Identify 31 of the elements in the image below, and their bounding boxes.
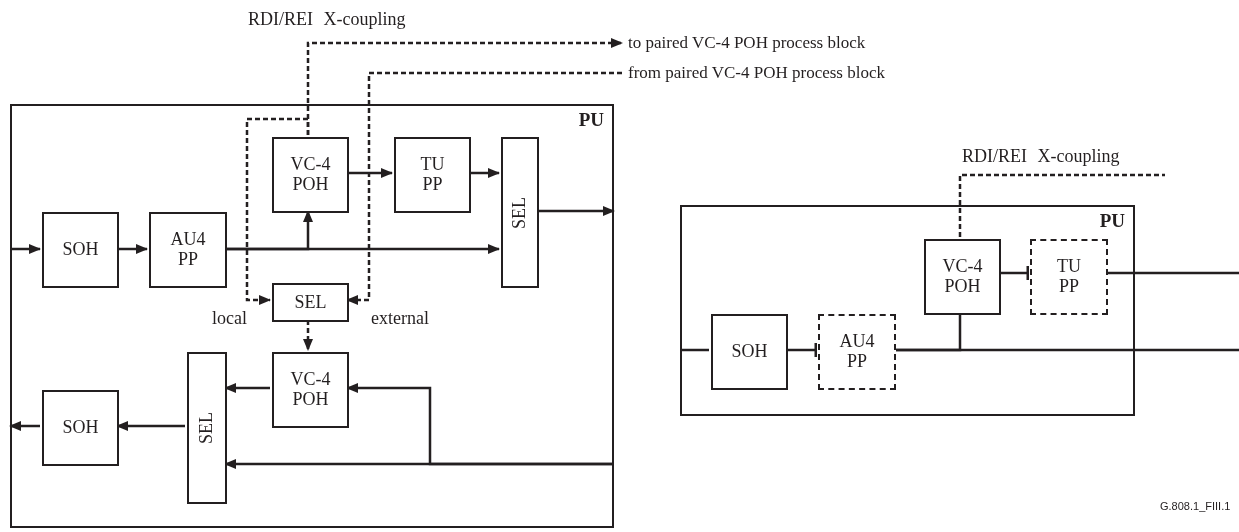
process-block: VC-4 POH (272, 352, 349, 428)
unit-frame (10, 104, 614, 528)
unit-title: PU (578, 110, 604, 131)
process-block: SOH (42, 212, 119, 288)
arrow (224, 459, 614, 469)
arrow (10, 244, 41, 254)
selector-block: SEL (501, 137, 539, 288)
selector-block: SEL (187, 352, 227, 504)
unit-title: PU (1099, 211, 1125, 232)
port-text: to paired VC-4 POH process block (622, 32, 942, 54)
port-text: from paired VC-4 POH process block (622, 62, 942, 84)
arrow (303, 320, 313, 351)
figure-id: G.808.1_FIII.1 (1160, 500, 1231, 512)
process-block: TU PP (394, 137, 471, 213)
process-block: VC-4 POH (924, 239, 1001, 315)
process-block: AU4 PP (149, 212, 227, 288)
process-block: SOH (711, 314, 788, 390)
unit-frame (680, 205, 1135, 416)
connector-line (958, 173, 1165, 237)
connector-line (680, 348, 709, 352)
arrow (9, 421, 40, 431)
edge-label: local (212, 309, 247, 327)
edge-label: external (371, 309, 429, 327)
process-block: TU PP (1030, 239, 1108, 315)
process-block: AU4 PP (818, 314, 896, 390)
process-block: VC-4 POH (272, 137, 349, 213)
note-label: RDI/REI X-coupling (248, 9, 406, 30)
process-block: SOH (42, 390, 119, 466)
arrow (245, 117, 310, 305)
note-label: RDI/REI X-coupling (962, 146, 1120, 167)
process-block: SEL (272, 283, 349, 322)
